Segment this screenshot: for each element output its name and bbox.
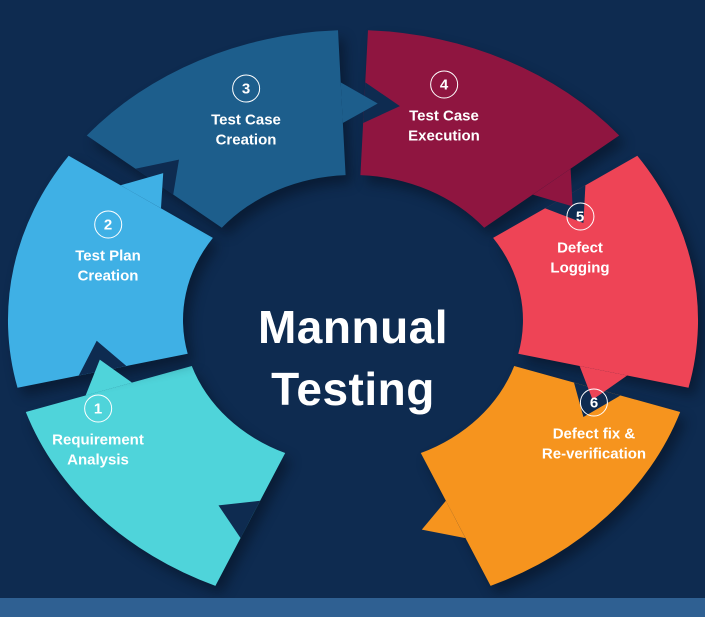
segment-label-text: Logging <box>550 259 610 276</box>
title-line-2: Testing <box>271 363 435 415</box>
step-number-badge: 1 <box>84 394 112 423</box>
step-number-badge: 3 <box>231 74 260 103</box>
segment-label-text: Re-verification <box>541 445 647 462</box>
segment-4-notch <box>363 82 400 123</box>
segment-label-text: Defect <box>557 239 603 257</box>
segment-label-text: Execution <box>408 127 480 144</box>
step-number-badge: 4 <box>430 70 458 99</box>
segment-4-shape <box>360 30 620 228</box>
segment-label-text: Test Plan <box>75 247 141 265</box>
title-line-1: Mannual <box>257 300 449 353</box>
segment-4-arrow <box>532 168 573 207</box>
segment-2-arrow <box>120 173 164 209</box>
step-number-badge: 6 <box>579 388 608 417</box>
segment-5-shape <box>493 155 699 388</box>
segment-label-text: Creation <box>77 267 139 284</box>
segment-6-arrow <box>421 500 466 539</box>
segment-3-arrow <box>340 82 378 123</box>
segment-label-text: Requirement <box>52 431 144 449</box>
step-number-badge: 5 <box>566 202 594 231</box>
bottom-accent-bar <box>0 598 705 617</box>
segment-label-text: Analysis <box>67 451 129 468</box>
step-number-badge: 2 <box>93 210 122 239</box>
segment-label-text: Test Case <box>211 111 281 129</box>
segment-1-shape <box>25 366 286 586</box>
segment-1-arrow <box>85 359 132 396</box>
segment-label-text: Creation <box>215 131 277 148</box>
segment-1-notch <box>218 500 261 539</box>
diagram-title: Mannual Testing <box>258 296 448 420</box>
segment-label-text: Test Case <box>409 107 479 125</box>
segment-label-text: Defect fix & <box>552 425 636 443</box>
segment-2-shape <box>7 155 213 388</box>
segment-6-shape <box>420 366 681 586</box>
segment-2-notch <box>78 340 127 376</box>
